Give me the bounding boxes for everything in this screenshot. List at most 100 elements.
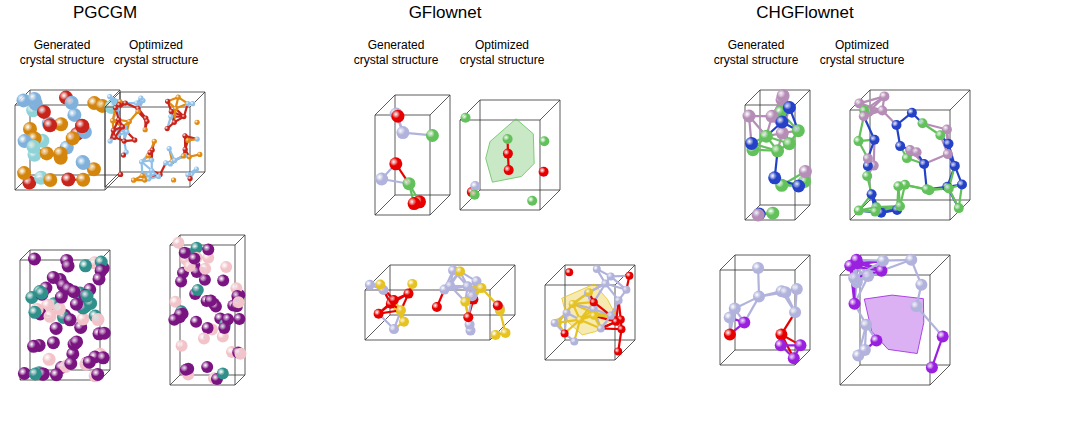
- atom: [776, 127, 789, 140]
- atom: [168, 314, 180, 326]
- unit-cell-edge: [545, 360, 615, 361]
- atom: [389, 157, 402, 170]
- unit-cell-edge: [235, 235, 245, 245]
- atom: [195, 137, 200, 142]
- atom: [745, 137, 758, 150]
- atom: [64, 313, 77, 326]
- atom: [527, 196, 537, 206]
- unit-cell-edge: [395, 195, 450, 196]
- unit-cell-edge: [795, 90, 810, 105]
- unit-cell-edge: [395, 95, 450, 96]
- atom: [724, 312, 736, 324]
- atom: [848, 272, 860, 284]
- unit-cell-edge: [105, 172, 120, 187]
- atom: [61, 173, 75, 187]
- unit-cell-edge: [110, 250, 111, 370]
- atom: [28, 253, 41, 266]
- unit-cell-edge: [735, 255, 810, 256]
- atom: [202, 244, 214, 256]
- atom: [195, 120, 200, 125]
- atom: [27, 340, 40, 353]
- atom: [172, 237, 184, 249]
- atom: [792, 180, 805, 193]
- atom: [576, 316, 584, 324]
- atom: [907, 108, 917, 118]
- atom: [43, 353, 56, 366]
- atom: [168, 161, 173, 166]
- atom: [81, 290, 94, 303]
- crystal-structure: [743, 89, 812, 221]
- atom: [142, 178, 147, 183]
- atom: [404, 289, 414, 299]
- unit-cell-edge: [205, 92, 206, 172]
- atom: [139, 159, 144, 164]
- atom: [218, 322, 230, 334]
- coordination-polyhedron: [562, 284, 617, 335]
- atom: [618, 325, 626, 333]
- atom: [396, 305, 406, 315]
- atom: [895, 141, 905, 151]
- atom: [570, 337, 578, 345]
- atom: [365, 280, 375, 290]
- atom: [121, 153, 126, 158]
- unit-cell-edge: [30, 90, 120, 91]
- unit-cell-edge: [795, 205, 810, 220]
- atom: [134, 101, 139, 106]
- unit-cell-edge: [615, 340, 635, 360]
- atom: [44, 310, 57, 323]
- atom: [70, 298, 83, 311]
- atom: [590, 312, 598, 320]
- atom: [70, 335, 83, 348]
- atom: [35, 287, 48, 300]
- atom: [217, 368, 229, 380]
- atom: [148, 150, 153, 155]
- unit-cell-edge: [950, 255, 951, 365]
- atom: [870, 135, 880, 145]
- atom: [140, 173, 145, 178]
- method-title: PGCGM: [73, 3, 137, 23]
- atom: [168, 114, 173, 119]
- atom: [477, 283, 487, 293]
- atom: [943, 149, 953, 159]
- atom: [597, 325, 605, 333]
- unit-cell-edge: [720, 270, 721, 365]
- atom: [185, 101, 190, 106]
- atom: [569, 300, 577, 308]
- method-title: CHGFlownet: [756, 3, 853, 23]
- atom: [181, 114, 186, 119]
- atom: [795, 339, 807, 351]
- unit-cell-edge: [430, 95, 450, 115]
- unit-cell-edge: [120, 92, 205, 93]
- unit-cell-edge: [760, 90, 761, 205]
- unit-cell-edge: [190, 92, 205, 107]
- atom: [194, 166, 199, 171]
- atom: [862, 270, 874, 282]
- atom: [152, 139, 157, 144]
- unit-cell-edge: [760, 205, 810, 206]
- unit-cell-edge: [745, 105, 746, 220]
- unit-cell-edge: [540, 100, 560, 120]
- atom: [185, 138, 190, 143]
- unit-cell-edge: [795, 255, 810, 270]
- atom: [463, 312, 473, 322]
- atom: [776, 116, 789, 129]
- unit-cell-edge: [180, 235, 245, 236]
- atom: [724, 328, 736, 340]
- atom: [67, 285, 80, 298]
- coordination-polyhedron: [486, 119, 535, 182]
- atom: [622, 286, 630, 294]
- atom: [135, 109, 140, 114]
- atom: [854, 136, 864, 146]
- atom: [753, 291, 765, 303]
- atom: [738, 317, 750, 329]
- atom: [584, 289, 592, 297]
- unit-cell-edge: [460, 120, 461, 210]
- unit-cell-edge: [850, 220, 950, 221]
- atom: [167, 146, 172, 151]
- atom: [26, 140, 40, 154]
- atom: [107, 94, 112, 99]
- unit-cell-edge: [170, 245, 171, 385]
- atom: [165, 126, 170, 131]
- atom: [43, 118, 57, 132]
- unit-cell-edge: [565, 265, 635, 266]
